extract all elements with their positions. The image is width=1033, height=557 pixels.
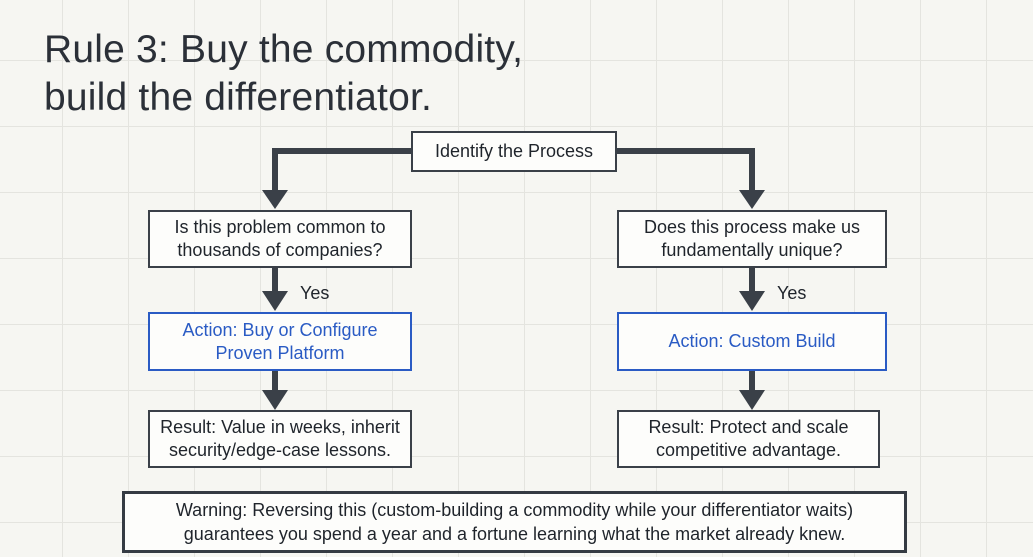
right-action-line-1: Action: Custom Build — [668, 331, 836, 351]
left-question-node: Is this problem common to thousands of c… — [148, 210, 412, 268]
warning-box: Warning: Reversing this (custom-building… — [122, 491, 907, 553]
warning-line-2: guarantees you spend a year and a fortun… — [183, 524, 846, 544]
left-action-line-1: Action: Buy or Configure — [182, 319, 378, 340]
connector-root-left — [272, 148, 411, 192]
right-question-line-2: fundamentally unique? — [661, 240, 843, 260]
left-result-node: Result: Value in weeks, inherit security… — [148, 410, 412, 468]
page-title: Rule 3: Buy the commodity, build the dif… — [44, 26, 523, 122]
right-question-node: Does this process make us fundamentally … — [617, 210, 887, 268]
left-result-line-2: security/edge-case lessons. — [168, 440, 392, 460]
right-result-node: Result: Protect and scale competitive ad… — [617, 410, 880, 468]
right-result-line-2: competitive advantage. — [655, 440, 842, 460]
left-action-line-2: Proven Platform — [215, 342, 345, 363]
arrowhead-right-action — [739, 291, 765, 311]
title-line-2: build the differentiator. — [44, 76, 433, 119]
root-node-label: Identify the Process — [434, 141, 594, 161]
warning-line-1: Warning: Reversing this (custom-building… — [175, 500, 854, 520]
connector-root-right — [617, 148, 755, 192]
right-result-line-1: Result: Protect and scale — [648, 417, 849, 437]
root-node-identify-process: Identify the Process — [411, 131, 617, 172]
right-action-node-build: Action: Custom Build — [617, 312, 887, 371]
arrowhead-right-question — [739, 190, 765, 209]
left-result-line-1: Result: Value in weeks, inherit — [160, 417, 400, 437]
right-yes-label: Yes — [777, 283, 807, 303]
title-line-1: Rule 3: Buy the commodity, — [44, 28, 524, 71]
arrowhead-left-action — [262, 291, 288, 311]
arrowhead-right-result — [739, 390, 765, 410]
left-question-line-2: thousands of companies? — [177, 240, 383, 260]
left-action-node-buy: Action: Buy or Configure Proven Platform — [148, 312, 412, 371]
arrowhead-left-result — [262, 390, 288, 410]
left-question-line-1: Is this problem common to — [174, 217, 386, 237]
left-yes-label: Yes — [300, 283, 330, 303]
arrowhead-left-question — [262, 190, 288, 209]
right-question-line-1: Does this process make us — [643, 217, 861, 237]
